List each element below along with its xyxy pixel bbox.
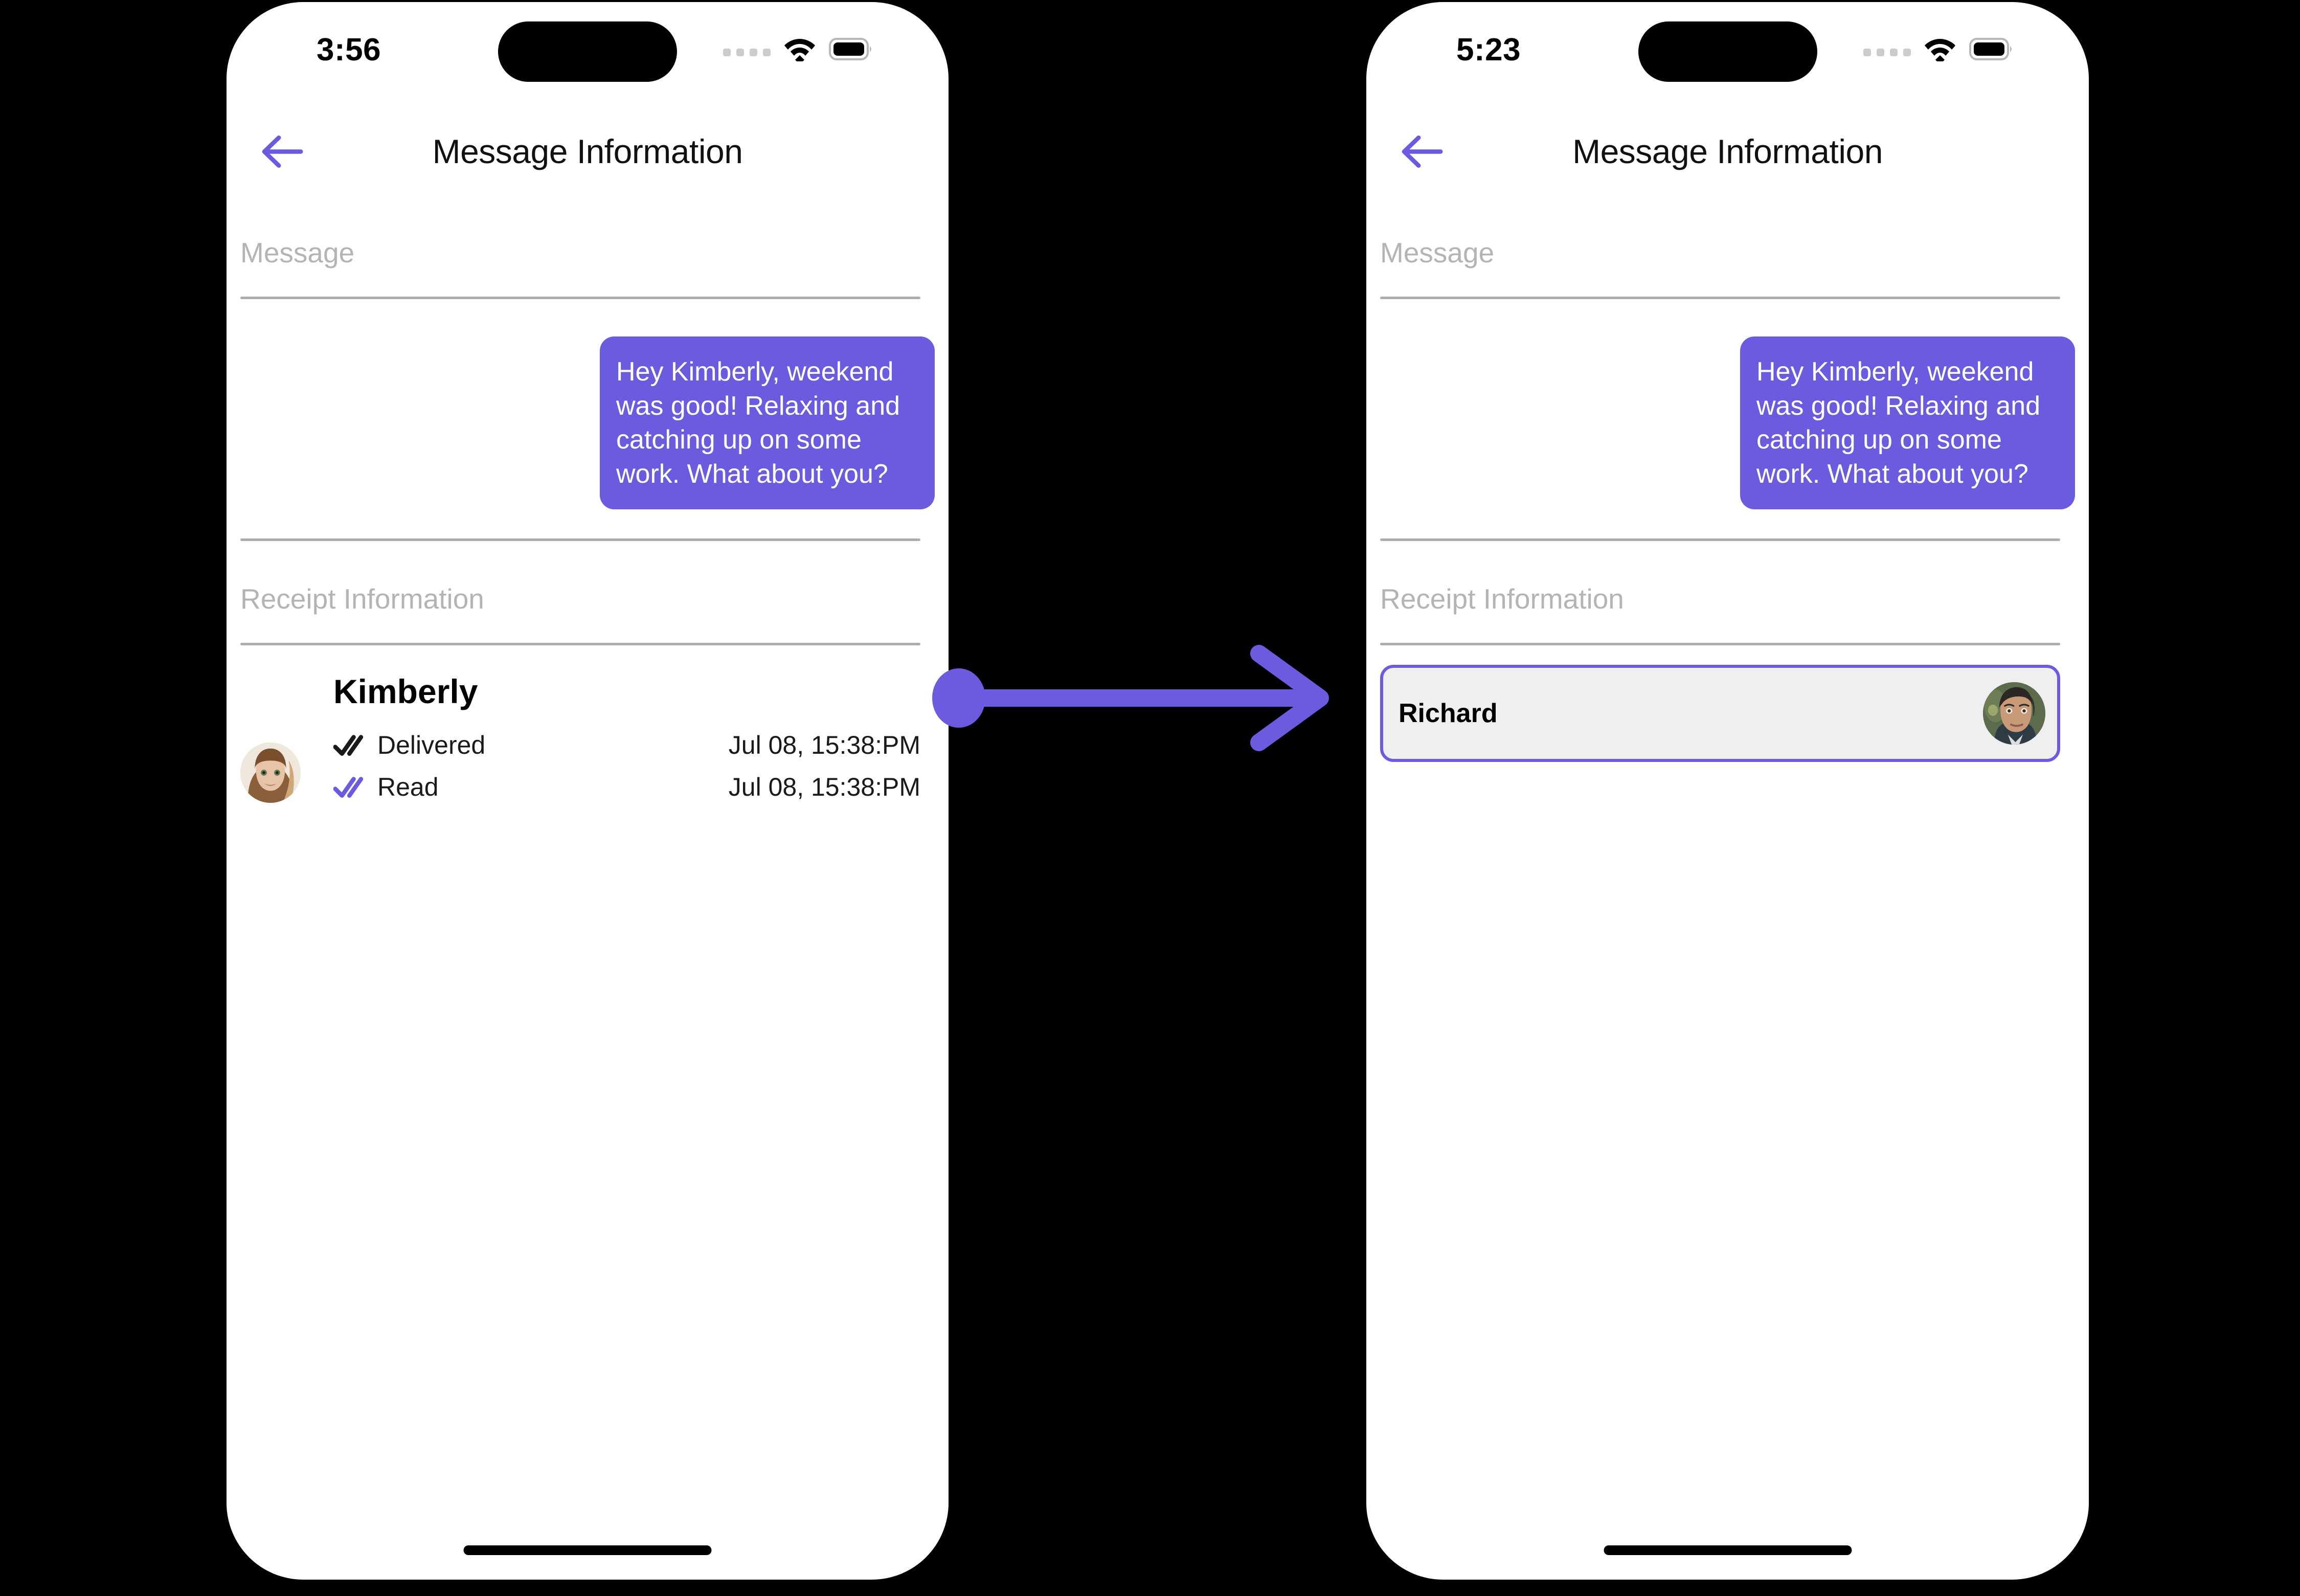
connector-start-dot <box>932 668 985 728</box>
status-bar-time: 5:23 <box>1456 32 1521 68</box>
divider-receipt <box>240 643 920 645</box>
flow-connector <box>932 645 1329 751</box>
phone-screen-after: 5:23 Message Information Message Hey Kim… <box>1366 2 2089 1580</box>
navigation-bar: Message Information <box>1366 121 2089 187</box>
section-label-receipt-information: Receipt Information <box>1380 583 1624 615</box>
divider-message-top <box>240 297 920 299</box>
section-label-receipt-information: Receipt Information <box>240 583 484 615</box>
navigation-bar: Message Information <box>227 121 949 187</box>
wifi-icon <box>784 39 815 61</box>
divider-message-top <box>1380 297 2060 299</box>
receipt-status-read: Read Jul 08, 15:38:PM <box>333 769 920 805</box>
status-timestamp: Jul 08, 15:38:PM <box>728 731 920 759</box>
divider-receipt <box>1380 643 2060 645</box>
status-label: Read <box>377 773 439 801</box>
receipt-contact-name: Richard <box>1399 699 1498 728</box>
status-bar: 3:56 <box>227 2 949 104</box>
double-check-icon <box>333 777 364 798</box>
receipt-contact-name: Kimberly <box>333 672 478 710</box>
message-bubble[interactable]: Hey Kimberly, weekend was good! Relaxing… <box>1740 336 2075 510</box>
wifi-icon <box>1925 39 1955 61</box>
status-label: Delivered <box>377 731 486 759</box>
avatar-richard <box>1983 682 2045 745</box>
receipt-card-richard[interactable]: Richard <box>1380 665 2060 762</box>
battery-full-icon <box>829 38 871 60</box>
dynamic-island <box>1638 21 1817 82</box>
status-bar-indicators <box>723 37 873 61</box>
signal-dots-icon <box>723 48 771 56</box>
section-label-message: Message <box>1380 237 1495 268</box>
status-bar-time: 3:56 <box>317 32 381 68</box>
back-arrow-icon[interactable] <box>255 125 308 178</box>
page-title: Message Information <box>1572 132 1883 170</box>
divider-message-bottom <box>1380 538 2060 541</box>
status-bar: 5:23 <box>1366 2 2089 104</box>
avatar-kimberly <box>240 743 301 803</box>
home-indicator[interactable] <box>1604 1545 1852 1555</box>
divider-message-bottom <box>240 538 920 541</box>
section-label-message: Message <box>240 237 355 268</box>
status-timestamp: Jul 08, 15:38:PM <box>728 773 920 801</box>
battery-full-icon <box>1969 38 2012 60</box>
dynamic-island <box>498 21 677 82</box>
signal-dots-icon <box>1863 48 1911 56</box>
arrow-right-icon <box>1250 645 1329 751</box>
page-title: Message Information <box>432 132 743 170</box>
receipt-status-delivered: Delivered Jul 08, 15:38:PM <box>333 727 920 763</box>
double-check-icon <box>333 735 364 756</box>
phone-screen-before: 3:56 Message Information Message Hey Kim… <box>227 2 949 1580</box>
home-indicator[interactable] <box>463 1545 712 1555</box>
back-arrow-icon[interactable] <box>1394 125 1448 178</box>
message-bubble[interactable]: Hey Kimberly, weekend was good! Relaxing… <box>600 336 935 510</box>
status-bar-indicators <box>1863 37 2013 61</box>
